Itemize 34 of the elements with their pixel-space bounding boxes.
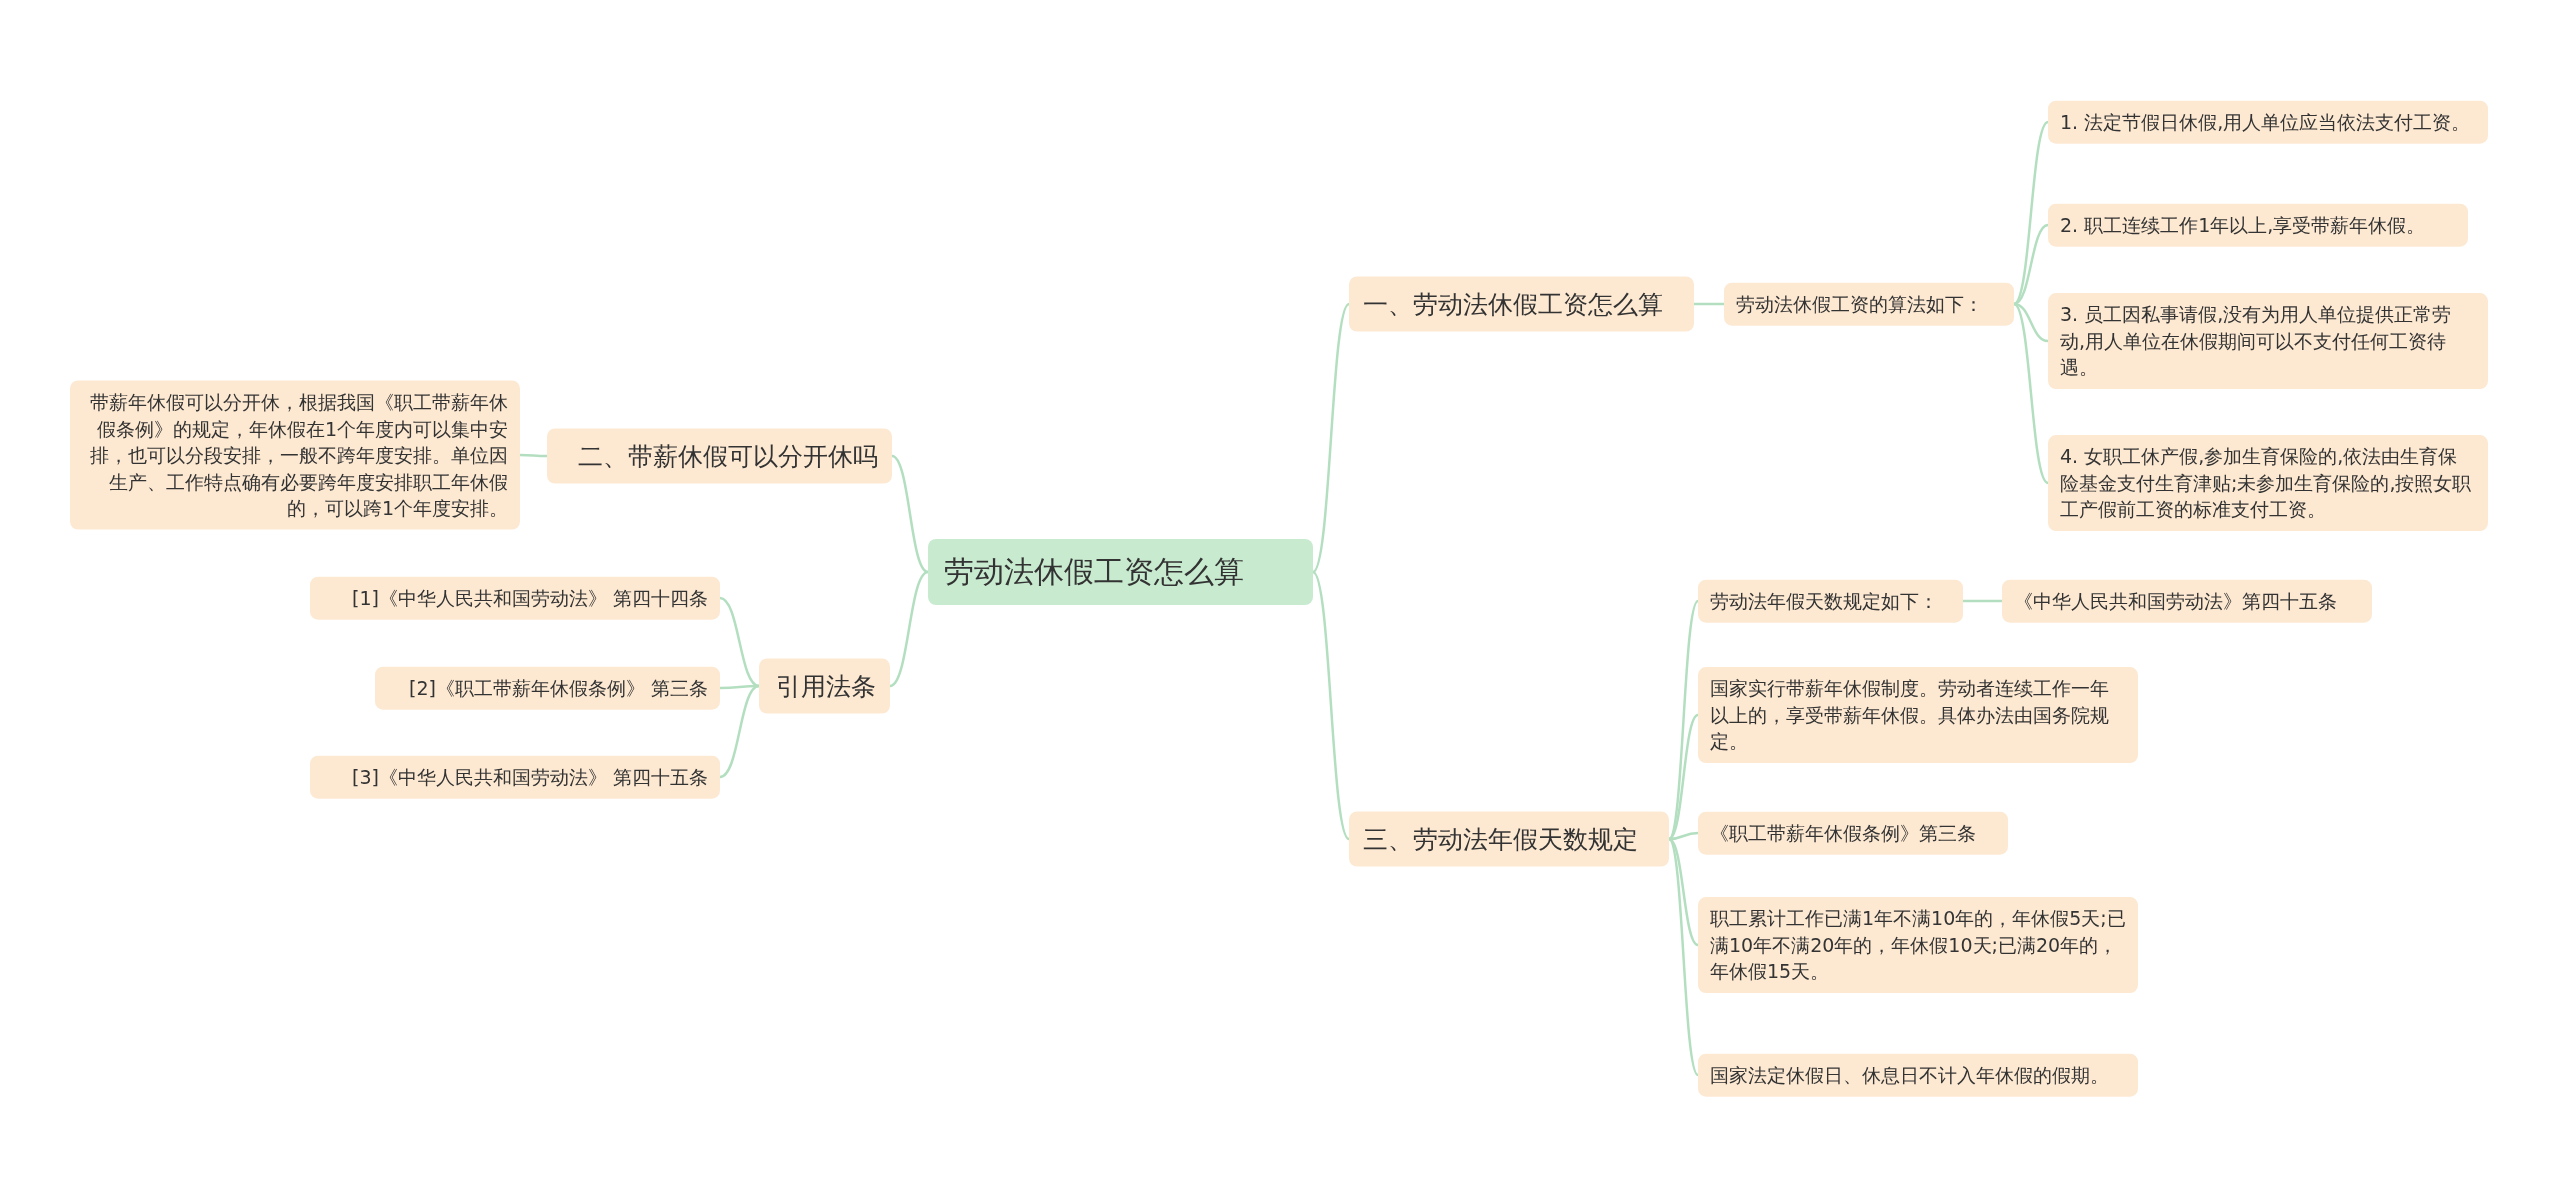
subtopic-box: 4. 女职工休产假,参加生育保险的,依法由生育保险基金支付生育津贴;未参加生育保险的,按照女职工产假前工资的标准支付工资。 (2048, 435, 2488, 531)
connector (520, 453, 547, 458)
topic-box: 三、劳动法年假天数规定 (1349, 811, 1669, 867)
subtopic-box: [1]《中华人民共和国劳动法》 第四十四条 (310, 576, 720, 620)
subtopic-box: 1. 法定节假日休假,用人单位应当依法支付工资。 (2048, 100, 2488, 144)
subtopic-box: [2]《职工带薪年休假条例》 第三条 (375, 666, 720, 710)
subtopic-box: 带薪年休假可以分开休，根据我国《职工带薪年休假条例》的规定，年休假在1个年度内可以集中安排，也可以分段安排，一般不跨年度安排。单位因生产、工作特点确有必要跨年度安排职工年休假的，可以跨1个年度安排。 (70, 380, 520, 530)
connector (720, 684, 759, 690)
subtopic-box: 劳动法年假天数规定如下： (1698, 579, 1963, 623)
subtopic-box: 《职工带薪年休假条例》第三条 (1698, 811, 2008, 855)
subtopic-box: 国家实行带薪年休假制度。劳动者连续工作一年以上的，享受带薪年休假。具体办法由国务院规定。 (1698, 667, 2138, 763)
subtopic-box: [3]《中华人民共和国劳动法》 第四十五条 (310, 755, 720, 799)
subtopic-box: 《中华人民共和国劳动法》第四十五条 (2002, 579, 2372, 623)
subtopic-box: 劳动法休假工资的算法如下： (1724, 282, 2014, 326)
subtopic-box: 国家法定休假日、休息日不计入年休假的假期。 (1698, 1053, 2138, 1097)
topic-box: 一、劳动法休假工资怎么算 (1349, 276, 1694, 332)
connector (1694, 302, 1724, 306)
connector (1668, 838, 1699, 1076)
connector (891, 454, 929, 574)
connector (719, 684, 760, 779)
connector (2013, 121, 2049, 305)
connector (889, 570, 929, 688)
connector (2013, 303, 2049, 484)
connector (1312, 303, 1350, 573)
central-topic: 劳动法休假工资怎么算 (928, 539, 1313, 605)
subtopic-box: 2. 职工连续工作1年以上,享受带薪年休假。 (2048, 203, 2468, 247)
subtopic-box: 职工累计工作已满1年不满10年的，年休假5天;已满10年不满20年的，年休假10天;已满20年的，年休假15天。 (1698, 897, 2138, 993)
topic-box: 引用法条 (759, 658, 890, 714)
connector (719, 596, 760, 688)
topic-box: 二、带薪休假可以分开休吗 (547, 428, 892, 484)
subtopic-box: 3. 员工因私事请假,没有为用人单位提供正常劳动,用人单位在休假期间可以不支付任何工资待遇。 (2048, 293, 2488, 389)
connector (1668, 600, 1699, 840)
connector (1312, 571, 1350, 840)
connector (1963, 599, 2002, 603)
